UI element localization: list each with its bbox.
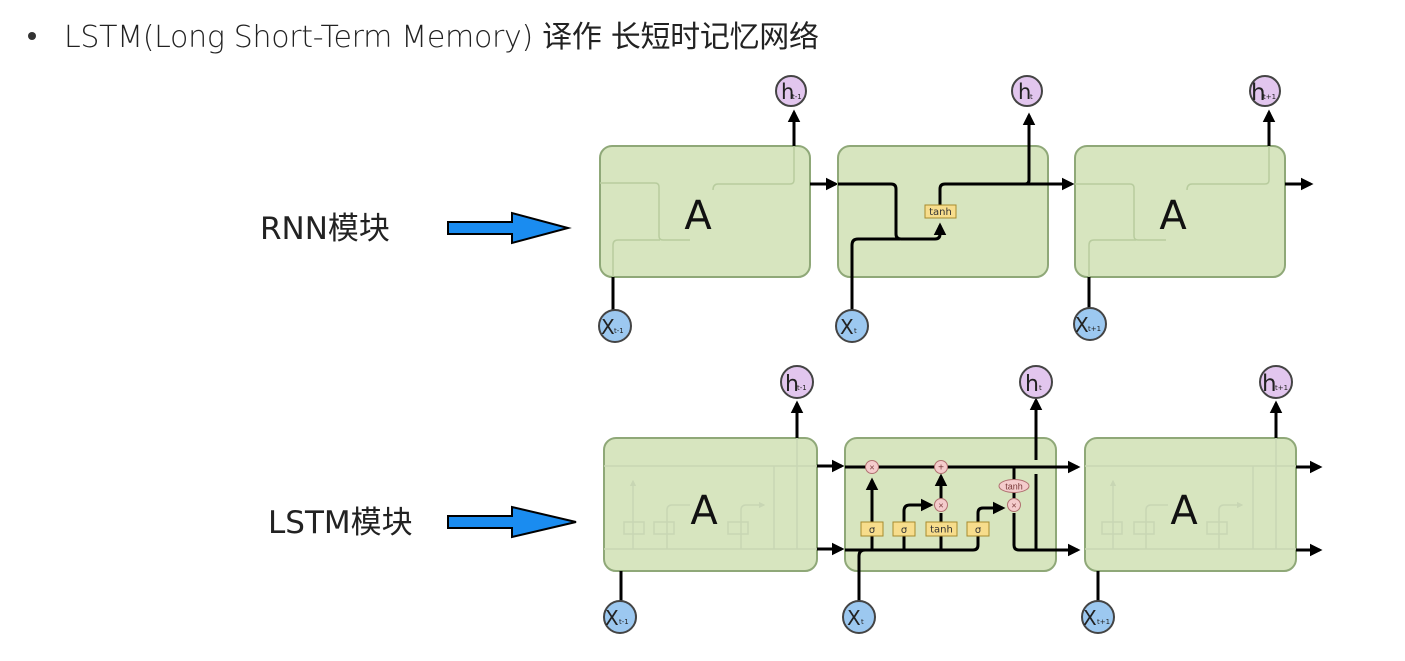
output-multiply-op: ×: [1007, 498, 1021, 512]
svg-text:tanh: tanh: [1005, 482, 1023, 492]
svg-text:X: X: [847, 606, 861, 630]
svg-text:X: X: [605, 606, 619, 630]
lstm-pointer-arrow-icon: [447, 505, 577, 539]
slide-title-text: LSTM(Long Short-Term Memory) 译作 长短时记忆网络: [64, 20, 819, 55]
output-gate-sigma: σ: [966, 521, 990, 537]
cell-add-op: +: [934, 460, 948, 474]
rnn-row-label: RNN模块: [260, 211, 390, 247]
lstm-row-label: LSTM模块: [268, 505, 413, 541]
input-node-x-prev: X t-1: [603, 600, 637, 634]
svg-text:t+1: t+1: [1097, 618, 1110, 626]
output-node-h-prev: h t-1: [780, 365, 814, 399]
cell-letter: A: [1159, 193, 1187, 239]
svg-text:tanh: tanh: [929, 207, 952, 218]
rnn-cell-prev: A: [599, 145, 811, 278]
svg-text:σ: σ: [975, 525, 982, 536]
cell-letter: A: [684, 193, 712, 239]
cell-letter: A: [690, 488, 718, 534]
svg-text:t+1: t+1: [1275, 384, 1288, 392]
svg-text:X: X: [840, 315, 854, 339]
lstm-cell-prev: A: [603, 437, 818, 572]
svg-text:tanh: tanh: [930, 525, 953, 536]
svg-text:h: h: [781, 80, 794, 104]
svg-text:σ: σ: [901, 525, 908, 536]
svg-text:t-1: t-1: [797, 384, 807, 392]
svg-text:t+1: t+1: [1088, 325, 1101, 333]
svg-text:×: ×: [1011, 501, 1016, 511]
svg-text:t: t: [1039, 384, 1042, 392]
svg-text:h: h: [1262, 371, 1277, 397]
cell-state-tanh: tanh: [998, 479, 1030, 493]
tanh-gate: tanh: [924, 204, 957, 219]
svg-text:X: X: [1075, 313, 1089, 337]
lstm-cell-current: × + × × tanh σ σ tanh: [844, 397, 1081, 604]
input-node-x-current: X t: [835, 309, 869, 343]
svg-text:h: h: [785, 372, 799, 397]
output-node-h-prev: h t-1: [775, 75, 807, 107]
svg-text:X: X: [1083, 606, 1097, 630]
svg-text:h: h: [1018, 80, 1031, 104]
svg-text:t: t: [854, 327, 857, 335]
svg-text:+: +: [938, 463, 944, 474]
rnn-cell-next: A: [1074, 145, 1286, 278]
svg-text:t: t: [1030, 93, 1033, 101]
input-node-x-next: X t+1: [1073, 307, 1107, 341]
input-multiply-op: ×: [934, 498, 948, 512]
svg-text:×: ×: [869, 463, 874, 473]
svg-text:X: X: [601, 315, 615, 339]
svg-text:h: h: [1251, 80, 1266, 106]
output-node-h-next: h t+1: [1249, 75, 1281, 107]
svg-text:t-1: t-1: [614, 327, 624, 335]
input-node-x-prev: X t-1: [598, 309, 632, 343]
bullet-icon: [28, 31, 36, 40]
svg-text:t-1: t-1: [792, 93, 802, 101]
cell-letter: A: [1170, 488, 1198, 534]
output-node-h-next: h t+1: [1259, 365, 1293, 399]
output-node-h-current: h t: [1011, 75, 1043, 107]
svg-text:h: h: [1025, 372, 1039, 397]
svg-text:σ: σ: [869, 525, 876, 536]
rnn-cell-current: tanh: [837, 112, 1075, 311]
rnn-pointer-arrow-icon: [447, 211, 572, 245]
forget-gate-sigma: σ: [860, 521, 884, 537]
svg-text:×: ×: [938, 501, 943, 511]
slide-title: LSTM(Long Short-Term Memory) 译作 长短时记忆网络: [28, 18, 819, 58]
output-node-h-current: h t: [1019, 365, 1053, 399]
input-gate-sigma: σ: [892, 521, 916, 537]
input-node-x-current: X t: [842, 600, 876, 634]
forget-multiply-op: ×: [865, 460, 879, 474]
svg-text:t-1: t-1: [619, 618, 629, 626]
input-node-x-next: X t+1: [1081, 600, 1115, 634]
svg-text:t+1: t+1: [1263, 93, 1276, 101]
candidate-tanh-gate: tanh: [925, 521, 958, 537]
svg-text:t: t: [861, 618, 864, 626]
lstm-cell-next: A: [1084, 437, 1297, 572]
